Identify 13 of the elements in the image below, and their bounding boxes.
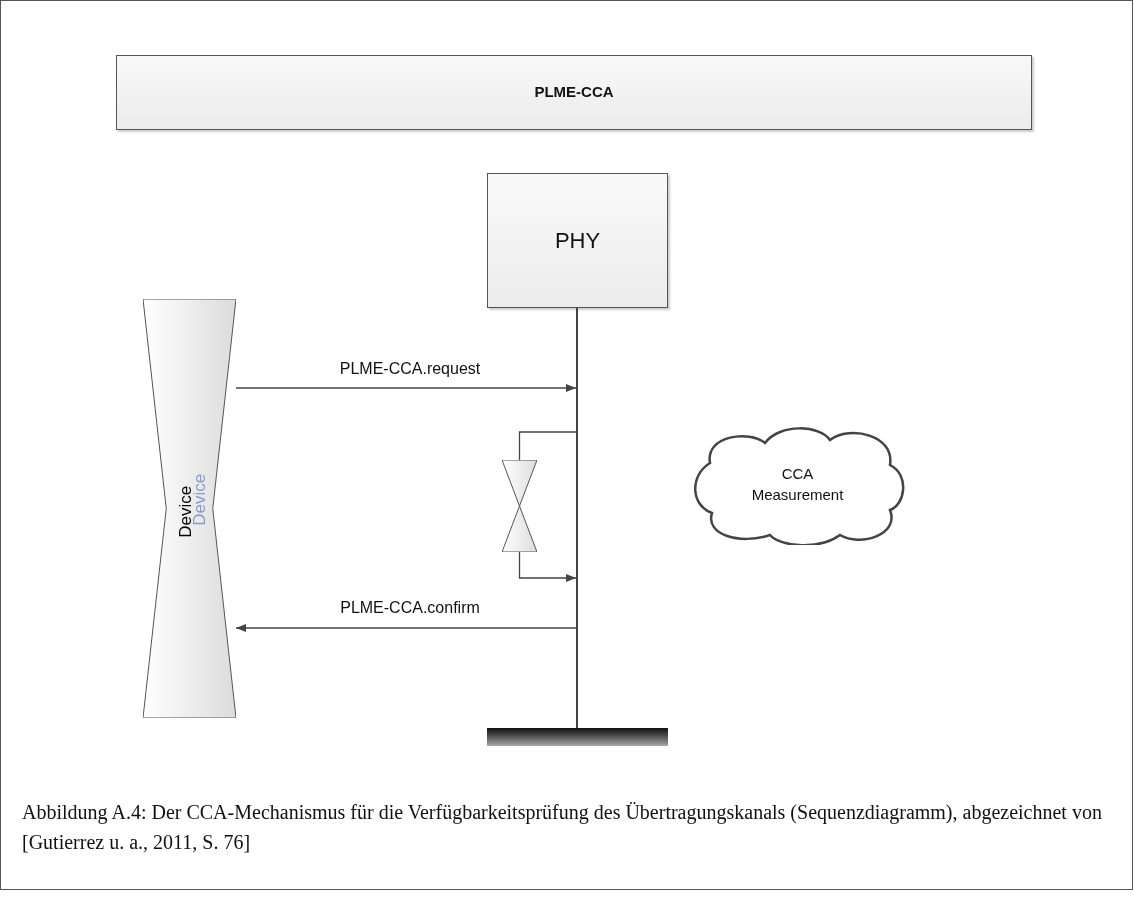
lifeline — [576, 308, 578, 728]
end-bar — [487, 728, 668, 746]
arrow — [235, 624, 577, 632]
arrow — [235, 384, 577, 392]
band-title: PLME-CCA — [534, 82, 614, 103]
cloud-label: CCA Measurement — [750, 464, 845, 505]
figure-caption: Abbildung A.4: Der CCA-Mechanismus für die Verfügbarkeitsprüfung des Übertragungskanals (Sequenzdiagramm), abgezeichnet von [Gutierrez u. a., 2011, S. 76] — [22, 800, 1103, 855]
layer-band — [116, 55, 1032, 130]
process-box — [487, 173, 668, 308]
device-lifeline-shape — [143, 299, 236, 718]
box-title: PHY — [554, 227, 601, 255]
arrow — [518, 551, 577, 582]
timer-hourglass — [502, 460, 537, 552]
